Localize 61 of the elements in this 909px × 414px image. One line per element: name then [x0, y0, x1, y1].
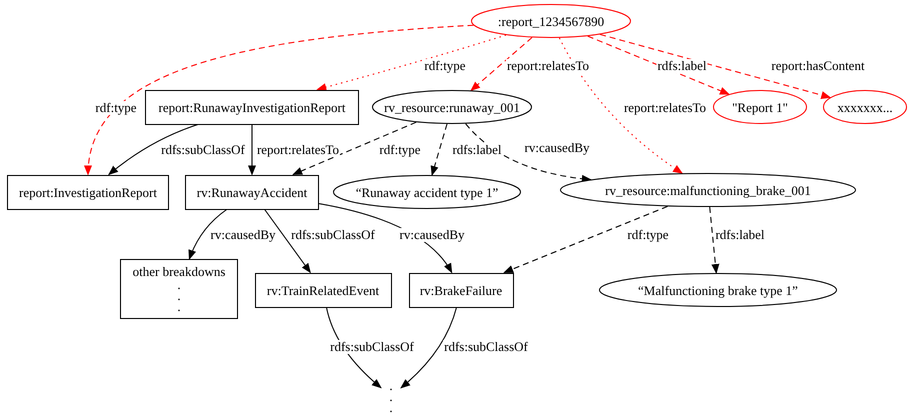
edge-label: report:relatesTo [506, 59, 590, 73]
resource-ellipse [372, 90, 532, 124]
edge-label: report:relatesTo [622, 101, 708, 115]
edge-label: rv:causedBy [398, 228, 466, 242]
ellipsis-text: . . . [177, 279, 181, 312]
node-label: other breakdowns [132, 264, 226, 279]
arrow [558, 37, 683, 174]
node-label: "Report 1" [732, 100, 788, 114]
resource-ellipse [560, 173, 856, 207]
node-label: xxxxxxx... [837, 100, 893, 114]
arrow [264, 209, 311, 274]
arrow [400, 307, 457, 388]
arrow [709, 206, 720, 274]
arrow [430, 123, 448, 176]
node-label: rv_resource:runaway_001 [384, 100, 520, 114]
edge-label: rdfs:subClassOf [443, 340, 529, 354]
node-label: rv:TrainRelatedEvent [266, 282, 380, 298]
resource-ellipse [471, 4, 631, 38]
arrow [503, 206, 668, 273]
resource-ellipse [599, 273, 837, 307]
ellipsis-text: . . . [389, 380, 393, 412]
node-label: rv:BrakeFailure [420, 282, 502, 298]
arrow [108, 124, 198, 176]
node-label: rv:RunawayAccident [196, 184, 308, 200]
arrow [188, 209, 228, 260]
class-box [145, 90, 359, 124]
arrow [600, 34, 832, 99]
arrow [292, 122, 417, 175]
edge-label: rdf:type [626, 228, 670, 242]
edge-label: rdfs:label [714, 228, 766, 242]
class-box [120, 259, 238, 319]
node-label: “Malfunctioning brake type 1” [638, 282, 798, 298]
edge-label: rv:causedBy [210, 228, 276, 242]
arrow [465, 123, 592, 183]
node-label: :report_1234567890 [498, 14, 604, 28]
resource-ellipse [823, 90, 907, 124]
edge-label: rdf:type [378, 143, 422, 157]
class-box [185, 174, 319, 210]
class-box [7, 174, 169, 210]
edge-label: rdfs:label [656, 59, 708, 73]
edge-label: rdfs:subClassOf [329, 340, 415, 354]
edge-label: report:relatesTo [256, 143, 340, 157]
edge-label: rdf:type [94, 101, 138, 115]
edge-label: report:hasContent [770, 59, 866, 73]
edge-label: rdfs:subClassOf [290, 228, 376, 242]
class-box [408, 272, 514, 308]
edge-label: rv:causedBy [524, 141, 590, 155]
arrow [248, 124, 256, 176]
resource-ellipse [713, 90, 807, 124]
arrow [470, 37, 532, 92]
edge-label: rdfs:subClassOf [160, 143, 246, 157]
edge-label: rdf:type [423, 59, 467, 73]
resource-ellipse [333, 175, 521, 209]
arrow [85, 24, 474, 176]
node-label: report:InvestigationReport [19, 184, 157, 200]
node-label: report:RunawayInvestigationReport [158, 100, 346, 114]
node-label: rv_resource:malfunctioning_brake_001 [605, 182, 811, 198]
class-box [254, 272, 392, 308]
node-label: “Runaway accident type 1” [356, 184, 498, 200]
edge-label: rdfs:label [451, 143, 503, 157]
arrow [316, 34, 507, 92]
